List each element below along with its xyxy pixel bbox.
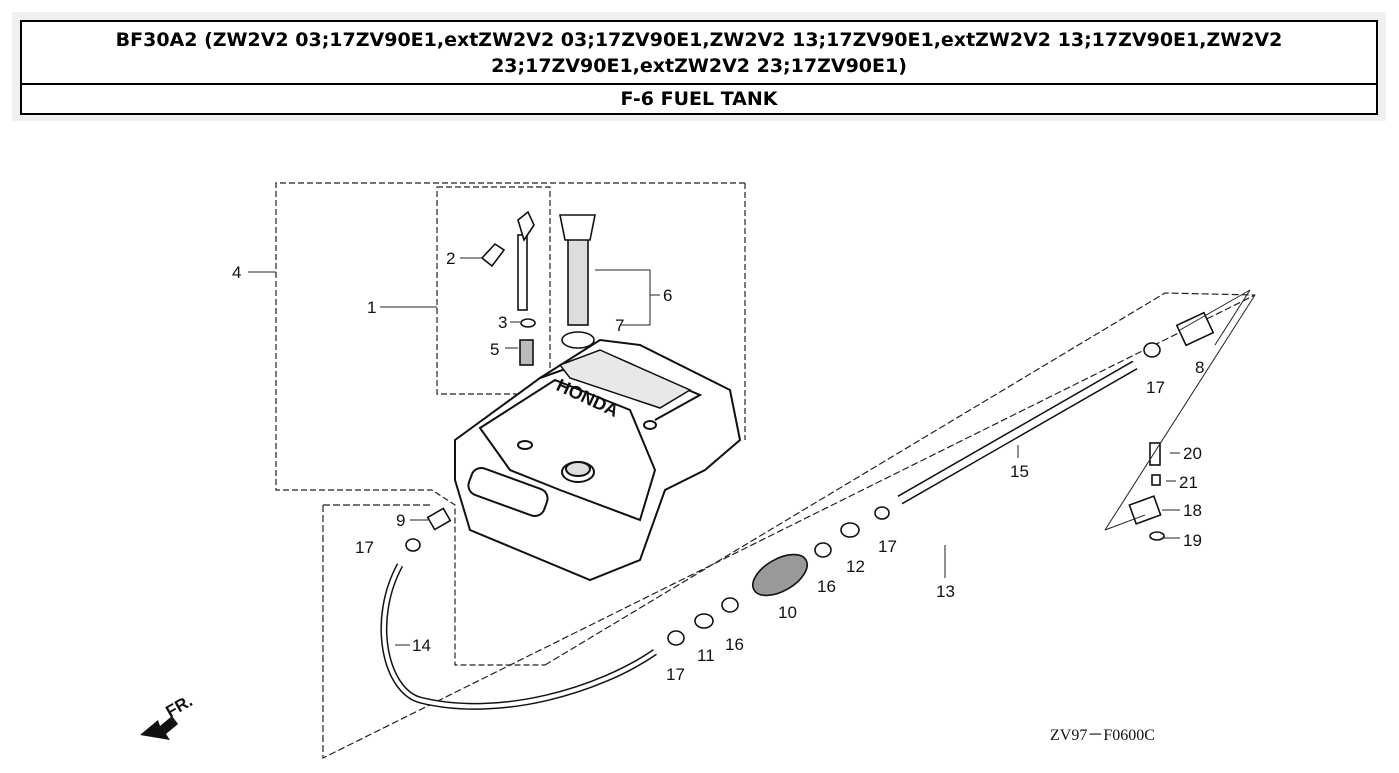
joint-11-icon [694,613,714,629]
section-title: F-6 FUEL TANK [20,83,1378,115]
callout-7: 7 [615,316,624,335]
bolt-20-icon [1149,442,1161,466]
page-title: BF30A2 (ZW2V2 03;17ZV90E1,extZW2V2 03;17… [20,20,1378,86]
assembly-outline-13 [322,292,1256,759]
callout-12: 12 [846,557,865,576]
fuel-tank: HONDA [454,338,742,582]
gasket-7-icon [561,331,595,349]
primer-bulb-10-icon [752,553,808,597]
callout-10: 10 [778,603,797,622]
assembly-outline-4 [275,182,745,666]
callout-4: 4 [232,263,241,282]
callout-17d: 17 [1146,378,1165,397]
connector-8-icon [1175,311,1215,347]
callout-1: 1 [367,298,376,317]
clip-16b-icon [814,542,832,558]
clip-17d-icon [1143,342,1161,358]
callout-8: 8 [1195,358,1204,377]
assembly-outline-1 [436,186,551,395]
callout-6: 6 [663,286,672,305]
joint-9-icon [426,507,452,531]
callout-17c: 17 [878,537,897,556]
callout-14: 14 [412,636,431,655]
callout-17a: 17 [355,538,374,557]
washer-3-icon [520,318,536,328]
header-panel: BF30A2 (ZW2V2 03;17ZV90E1,extZW2V2 03;17… [12,12,1386,121]
front-arrow-icon: FR. [140,691,196,740]
connector-2-icon [480,242,506,268]
callout-15: 15 [1010,462,1029,481]
callout-11: 11 [697,646,715,665]
callout-9: 9 [396,511,405,530]
callout-5: 5 [490,340,499,359]
clip-17c-icon [874,506,890,520]
front-label: FR. [163,691,196,721]
fuel-joint-icon [517,210,535,242]
nut-19-icon [1149,531,1165,541]
clip-17a-icon [405,538,421,552]
joint-12-icon [840,522,860,538]
strainer-5-icon [519,339,534,366]
callout-19: 19 [1183,531,1202,550]
callout-20: 20 [1183,444,1202,463]
callout-3: 3 [498,313,507,332]
callout-labels: 4 1 2 3 5 6 7 8 9 10 11 12 13 14 15 16 1… [232,249,1204,684]
drawing-code: ZV97－F0600C [1050,727,1155,744]
collar-21-icon [1151,474,1161,486]
clip-17b-icon [667,630,685,646]
fuel-gauge-6-icon [567,229,589,326]
callout-17b: 17 [666,665,685,684]
callout-18: 18 [1183,501,1202,520]
callout-16b: 16 [817,577,836,596]
connector-18-icon [1128,495,1162,525]
callout-2: 2 [446,249,455,268]
callout-21: 21 [1179,473,1198,492]
callout-13: 13 [936,582,955,601]
callout-16a: 16 [725,635,744,654]
meter-tube [517,234,528,311]
clip-16a-icon [721,597,739,613]
